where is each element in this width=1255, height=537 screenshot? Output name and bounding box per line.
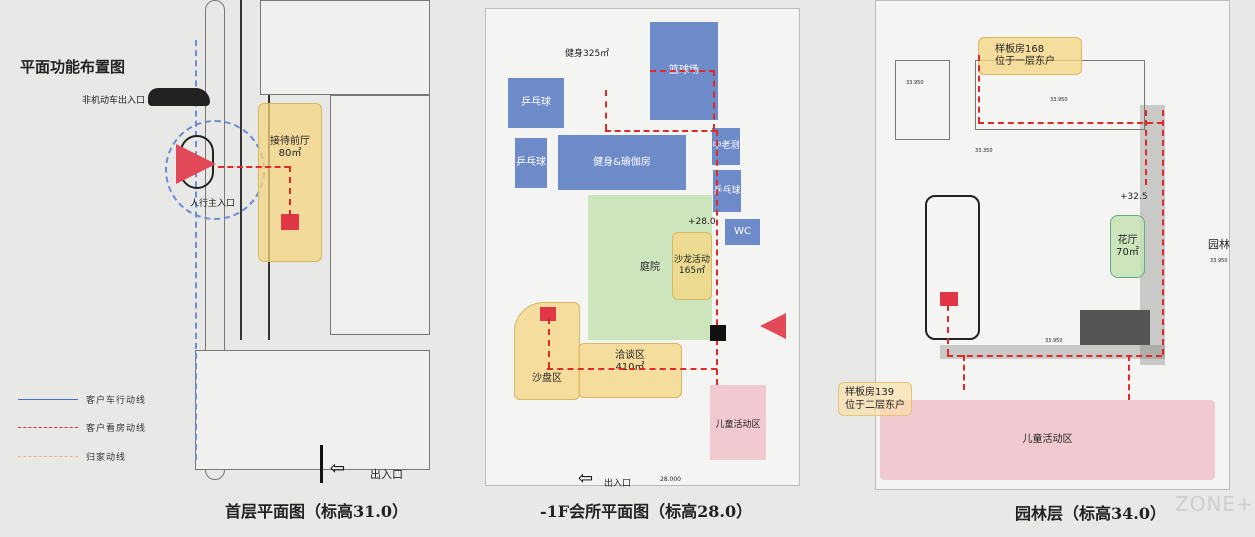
legend-item-vehicle: 客户车行动线 — [18, 393, 146, 406]
viewing-route — [978, 122, 1163, 124]
zone-label: 洽谈区 — [615, 350, 645, 361]
garden-label: 园林 — [1208, 238, 1230, 251]
zone-label: 庭院 — [640, 261, 660, 273]
building-block — [195, 350, 430, 470]
viewing-route — [978, 55, 980, 123]
elevation-label: +32.5 — [1120, 192, 1148, 202]
zone-label: 儿童活动区 — [1022, 434, 1073, 445]
pingpong-zone: 乒乓球 — [508, 78, 564, 128]
page-heading: 平面功能布置图 — [20, 58, 126, 76]
pavilion — [925, 195, 980, 340]
zone-label: 乒乓球 — [521, 97, 551, 108]
reception-label: 接待前厅 — [270, 136, 310, 147]
legend-line-blue — [18, 399, 78, 400]
legend-item-home: 归家动线 — [18, 450, 126, 463]
legend-label: 客户车行动线 — [86, 396, 147, 406]
non-motor-entrance-label: 非机动车出入口 — [82, 96, 146, 106]
level-mark: 33.350 — [975, 148, 993, 154]
zone-area: 165㎡ — [678, 266, 706, 276]
elevation-label: +28.0 — [688, 217, 716, 227]
viewing-route — [947, 355, 1162, 357]
exit-label: 出入口 — [370, 468, 403, 481]
zone-label: 沙盘区 — [532, 373, 562, 384]
legend-item-viewing: 客户看房动线 — [18, 421, 146, 434]
entrance-arrow-icon — [760, 313, 786, 339]
wc-zone: WC — [725, 219, 760, 245]
car-icon — [148, 88, 210, 106]
zone-label: WC — [734, 226, 751, 237]
zone-label: 中老测 — [712, 141, 740, 152]
building-block — [330, 95, 430, 335]
plan-title: -1F会所平面图（标高28.0） — [540, 502, 753, 521]
viewing-route — [716, 130, 718, 385]
level-mark: 33.950 — [1210, 258, 1228, 264]
sandtable-zone: 沙盘区 — [514, 302, 580, 400]
legend-line-orange — [18, 456, 78, 457]
zone-label: 乒乓球 — [713, 185, 741, 196]
exit-label: 出入口 — [604, 479, 632, 489]
legend-label: 归家动线 — [86, 453, 127, 463]
zone-label: 儿童活动区 — [715, 420, 761, 430]
zone-label: 花厅 — [1117, 234, 1138, 246]
exit-arrow-icon: ⇦ — [330, 458, 346, 479]
showroom-139-callout: 样板房139 位于二层东户 — [838, 382, 912, 416]
kids-zone: 儿童活动区 — [710, 385, 766, 460]
building-block — [895, 60, 950, 140]
viewing-route — [605, 90, 607, 130]
gym-area-label: 健身325㎡ — [565, 49, 610, 59]
level-mark: 33.950 — [1050, 97, 1068, 103]
viewing-route — [548, 318, 550, 368]
callout-title: 样板房139 — [845, 387, 895, 398]
watermark-logo: ZONE+ — [1175, 492, 1254, 516]
viewing-route — [289, 166, 291, 216]
reception-area: 80㎡ — [278, 148, 302, 159]
kids-zone: 儿童活动区 — [880, 400, 1215, 480]
pedestrian-entrance-label: 人行主入口 — [190, 199, 236, 209]
dark-structure — [1080, 310, 1150, 345]
zone-label: 乒乓球 — [516, 157, 546, 168]
model-marker — [540, 307, 556, 321]
viewing-route — [1128, 355, 1130, 400]
fitness-yoga-zone: 健身&瑜伽房 — [558, 135, 686, 190]
legend-line-red — [18, 427, 78, 428]
legend-label: 客户看房动线 — [86, 424, 147, 434]
zone-area: 410㎡ — [615, 362, 645, 373]
viewing-route — [1162, 110, 1164, 355]
zone-label: 沙龙活动 — [673, 255, 710, 266]
entrance-arrow-icon — [176, 144, 216, 184]
level-mark: 33.950 — [1045, 338, 1063, 344]
callout-location: 位于一层东户 — [995, 56, 1055, 67]
plan-title: 园林层（标高34.0） — [1015, 504, 1166, 523]
viewing-route — [650, 70, 715, 72]
exit-arrow-icon: ⇦ — [578, 468, 594, 489]
pingpong-zone: 乒乓球 — [515, 138, 547, 188]
zone-label: 健身&瑜伽房 — [593, 156, 651, 168]
plan-title: 首层平面图（标高31.0） — [225, 502, 408, 521]
model-marker — [940, 292, 958, 306]
road-edge — [205, 0, 225, 480]
viewing-route — [547, 368, 717, 370]
viewing-route — [947, 305, 949, 355]
viewing-route — [713, 70, 715, 130]
viewing-route — [1145, 110, 1147, 185]
level-mark: 28.000 — [660, 476, 681, 483]
callout-location: 位于二层东户 — [845, 400, 905, 411]
car-route — [195, 40, 197, 460]
level-mark: 33.950 — [906, 80, 924, 86]
zone-area: 70㎡ — [1116, 246, 1139, 258]
viewing-route — [963, 355, 965, 390]
model-marker — [281, 214, 299, 230]
building-block — [260, 0, 430, 95]
gate — [320, 445, 323, 483]
viewing-route — [605, 130, 717, 132]
stair-core — [710, 325, 726, 341]
callout-title: 样板房168 — [995, 44, 1045, 55]
viewing-route — [218, 166, 290, 168]
